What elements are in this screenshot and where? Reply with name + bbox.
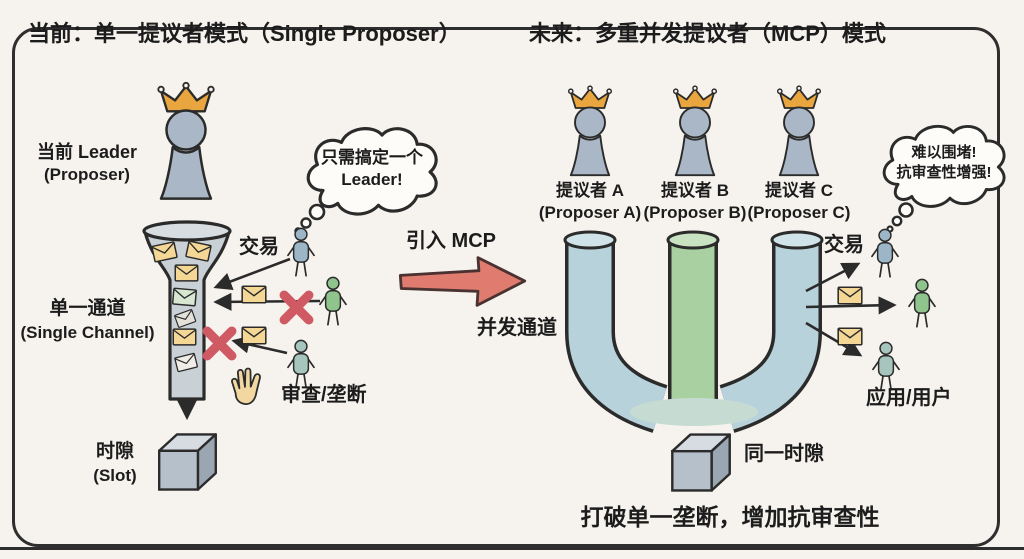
slot-label: 时隙 (Slot) [93,441,137,485]
censor-label: 审查/垄断 [281,384,367,406]
shared-slot-cube [671,433,731,492]
user-figure-blue-icon [871,228,899,278]
envelope-icon [171,287,198,307]
leader-figure-icon [157,81,215,200]
user-figure-teal-icon [872,341,900,391]
thought-bubble-right [882,124,1006,233]
proposer-b-label: 提议者 B (Proposer B) [643,181,747,223]
stop-hand-icon [229,366,265,407]
out-arrow-1 [805,262,861,293]
proposer-a-label: 提议者 A (Proposer A) [538,181,642,223]
slot-cube [157,433,217,491]
envelope-icon [837,286,863,305]
left-panel-title: 当前：单一提议者模式（Single Proposer） [28,21,461,46]
user-figure-green-icon [908,278,936,328]
user-figure-teal-icon [287,339,315,389]
envelope-icon [837,327,863,346]
single-channel-label: 单一通道 (Single Channel) [20,298,155,342]
proposer-c-label: 提议者 C (Proposer C) [747,181,851,223]
out-arrow-3 [805,321,863,357]
concurrent-tubes [563,230,824,433]
transition-arrow [398,256,527,307]
envelope-icon [172,328,197,346]
shared-slot-label: 同一时隙 [744,443,824,465]
tx-label-left: 交易 [239,236,279,258]
out-arrow-2 [805,296,897,315]
right-panel-title: 未来：多重并发提议者（MCP）模式 [529,21,886,46]
panel-border [12,27,1000,547]
envelope-icon [174,264,199,282]
intro-mcp-label: 引入 MCP [406,230,496,252]
bottom-rule [0,547,1024,550]
thought-text-right: 难以围堵! 抗审查性增强! [896,144,992,181]
leader-label: 当前 Leader (Proposer) [36,142,138,185]
censored-x-icon [284,295,309,320]
concurrent-channel-label: 并发通道 [477,317,557,339]
proposer-c-figure-icon [776,85,822,177]
envelope-icon [241,326,267,345]
user-figure-green-icon [319,276,347,326]
users-label: 应用/用户 [866,387,952,409]
footer-conclusion: 打破单一垄断，增加抗审查性 [580,504,880,530]
user-figure-blue-icon [287,227,315,277]
tx-label-right: 交易 [824,234,864,256]
proposer-b-figure-icon [672,85,718,177]
proposer-a-figure-icon [567,85,613,177]
envelope-icon [241,285,267,304]
censored-x-icon [207,331,232,356]
tx-arrow-1 [213,257,291,291]
thought-text-left: 只需搞定一个 Leader! [321,148,423,190]
